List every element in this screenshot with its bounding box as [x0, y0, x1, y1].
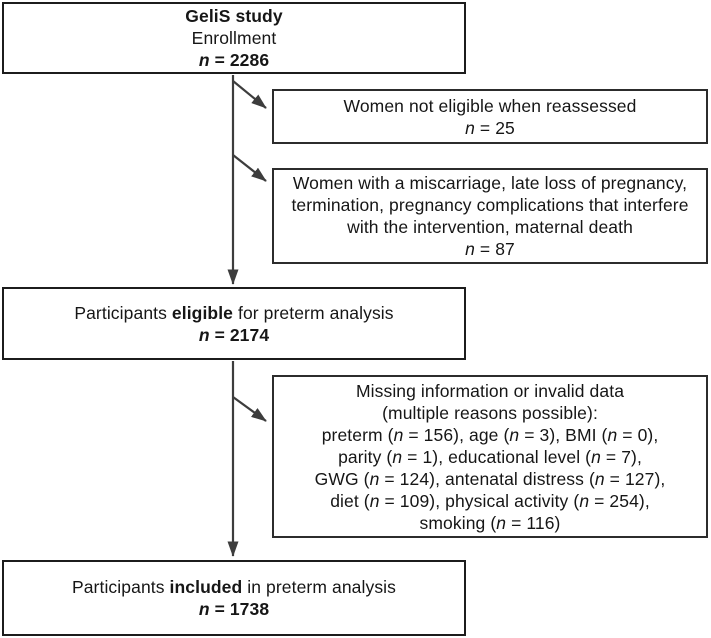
- text-line: n = 2174: [198, 324, 270, 345]
- text-line: n = 2286: [198, 50, 270, 70]
- text-line: preterm (n = 156), age (n = 3), BMI (n =…: [321, 424, 659, 445]
- text-line: Participants eligible for preterm analys…: [74, 302, 394, 323]
- text-line: with the intervention, maternal death: [347, 217, 633, 237]
- box-miscarriage-exclusions: Women with a miscarriage, late loss of p…: [272, 168, 708, 264]
- text-line: diet (n = 109), physical activity (n = 2…: [330, 490, 650, 511]
- box-included: Participants included in preterm analysi…: [2, 560, 466, 636]
- text-line: Participants included in preterm analysi…: [71, 577, 397, 597]
- arrow-to-miscarriage: [232, 154, 267, 182]
- text-line: Women with a miscarriage, late loss of p…: [292, 173, 688, 193]
- text-line: n = 25: [465, 117, 515, 138]
- text-line: Missing information or invalid data: [355, 380, 625, 401]
- text-line: Enrollment: [191, 28, 277, 48]
- text-line: smoking (n = 116): [419, 512, 561, 533]
- box-missing-data: Missing information or invalid data(mult…: [272, 375, 708, 538]
- box-eligible: Participants eligible for preterm analys…: [2, 287, 466, 360]
- text-line: parity (n = 1), educational level (n = 7…: [338, 446, 642, 467]
- text-line: (multiple reasons possible):: [382, 402, 598, 423]
- text-line: GeliS study: [185, 6, 283, 26]
- text-line: n = 1738: [198, 599, 270, 619]
- text-line: GWG (n = 124), antenatal distress (n = 1…: [314, 468, 666, 489]
- text-line: n = 87: [465, 239, 515, 259]
- arrow-to-missing-data: [232, 396, 267, 422]
- text-line: termination, pregnancy complications tha…: [291, 195, 689, 215]
- arrow-to-not-eligible: [232, 80, 267, 109]
- text-line: Women not eligible when reassessed: [343, 95, 637, 116]
